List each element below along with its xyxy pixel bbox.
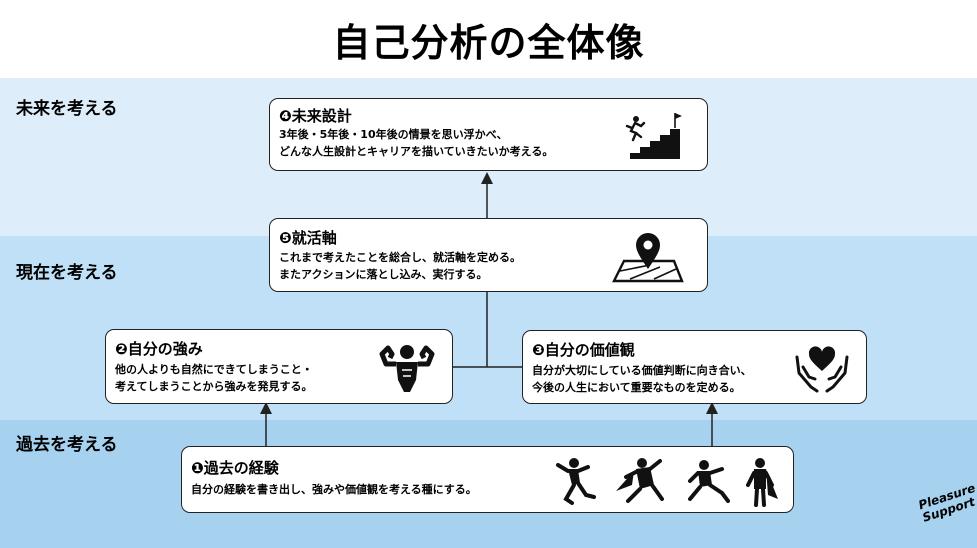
box-future-design-line-2: どんな人生設計とキャリアを描いていきたいか考える。 [279,145,554,158]
box-future-design-number: ❹ [279,107,292,125]
hands-holding-heart-icon [795,346,849,393]
box-job-axis-line-2: またアクションに落とし込み、実行する。 [279,268,488,281]
running-up-stairs-to-flag-icon [625,113,682,159]
box-values: ❸自分の価値観 自分が大切にしている価値判断に向き合い、 今後の人生において重要… [522,330,867,404]
box-job-axis-title-text: 就活軸 [291,229,337,247]
box-strengths: ❷自分の強み 他の人よりも自然にできてしまうこと・ 考えてしまうことから強みを発… [105,329,453,404]
box-job-axis: ❺就活軸 これまで考えたことを総合し、就活軸を定める。 またアクションに落とし込… [269,218,708,292]
box-strengths-title-text: 自分の強み [127,340,203,358]
title-bar [0,0,977,78]
box-job-axis-title: ❺就活軸 [279,227,337,248]
box-past-experience-title-text: 過去の経験 [203,459,279,477]
box-strengths-title: ❷自分の強み [115,338,203,359]
box-past-experience-number: ❶ [191,459,204,477]
box-values-title-text: 自分の価値観 [544,341,635,359]
box-values-line-2: 今後の人生において重要なものを定める。 [532,381,741,394]
box-job-axis-number: ❺ [279,229,292,247]
box-future-design-title-text: 未来設計 [291,107,352,125]
box-future-design: ❹未来設計 3年後・5年後・10年後の情景を思い浮かべ、 どんな人生設計とキャリ… [269,98,708,171]
box-strengths-desc: 他の人よりも自然にできてしまうこと・ 考えてしまうことから強みを発見する。 [115,361,313,395]
map-pin-icon [612,233,684,283]
box-strengths-line-2: 考えてしまうことから強みを発見する。 [115,380,313,393]
muscle-flex-icon [379,345,435,392]
box-past-experience-line-1: 自分の経験を書き出し、強みや価値観を考える種にする。 [191,483,477,496]
box-future-design-title: ❹未来設計 [279,105,352,126]
box-future-design-line-1: 3年後・5年後・10年後の情景を思い浮かべ、 [279,128,508,141]
box-job-axis-line-1: これまで考えたことを総合し、就活軸を定める。 [279,251,521,264]
box-past-experience-desc: 自分の経験を書き出し、強みや価値観を考える種にする。 [191,481,477,498]
band-label-past: 過去を考える [16,435,118,455]
box-past-experience: ❶過去の経験 自分の経験を書き出し、強みや価値観を考える種にする。 [181,446,794,513]
page-title: 自己分析の全体像 [332,21,645,65]
box-values-desc: 自分が大切にしている価値判断に向き合い、 今後の人生において重要なものを定める。 [532,362,752,396]
box-job-axis-desc: これまで考えたことを総合し、就活軸を定める。 またアクションに落とし込み、実行す… [279,249,521,283]
box-strengths-number: ❷ [115,340,128,358]
box-values-line-1: 自分が大切にしている価値判断に向き合い、 [532,364,752,377]
band-label-present: 現在を考える [16,263,118,283]
action-figures-icon [556,458,778,507]
box-values-number: ❸ [532,341,545,359]
box-values-title: ❸自分の価値観 [532,339,635,360]
box-strengths-line-1: 他の人よりも自然にできてしまうこと・ [115,363,313,376]
box-past-experience-title: ❶過去の経験 [191,457,279,478]
box-future-design-desc: 3年後・5年後・10年後の情景を思い浮かべ、 どんな人生設計とキャリアを描いてい… [279,126,553,160]
band-label-future: 未来を考える [16,99,118,119]
